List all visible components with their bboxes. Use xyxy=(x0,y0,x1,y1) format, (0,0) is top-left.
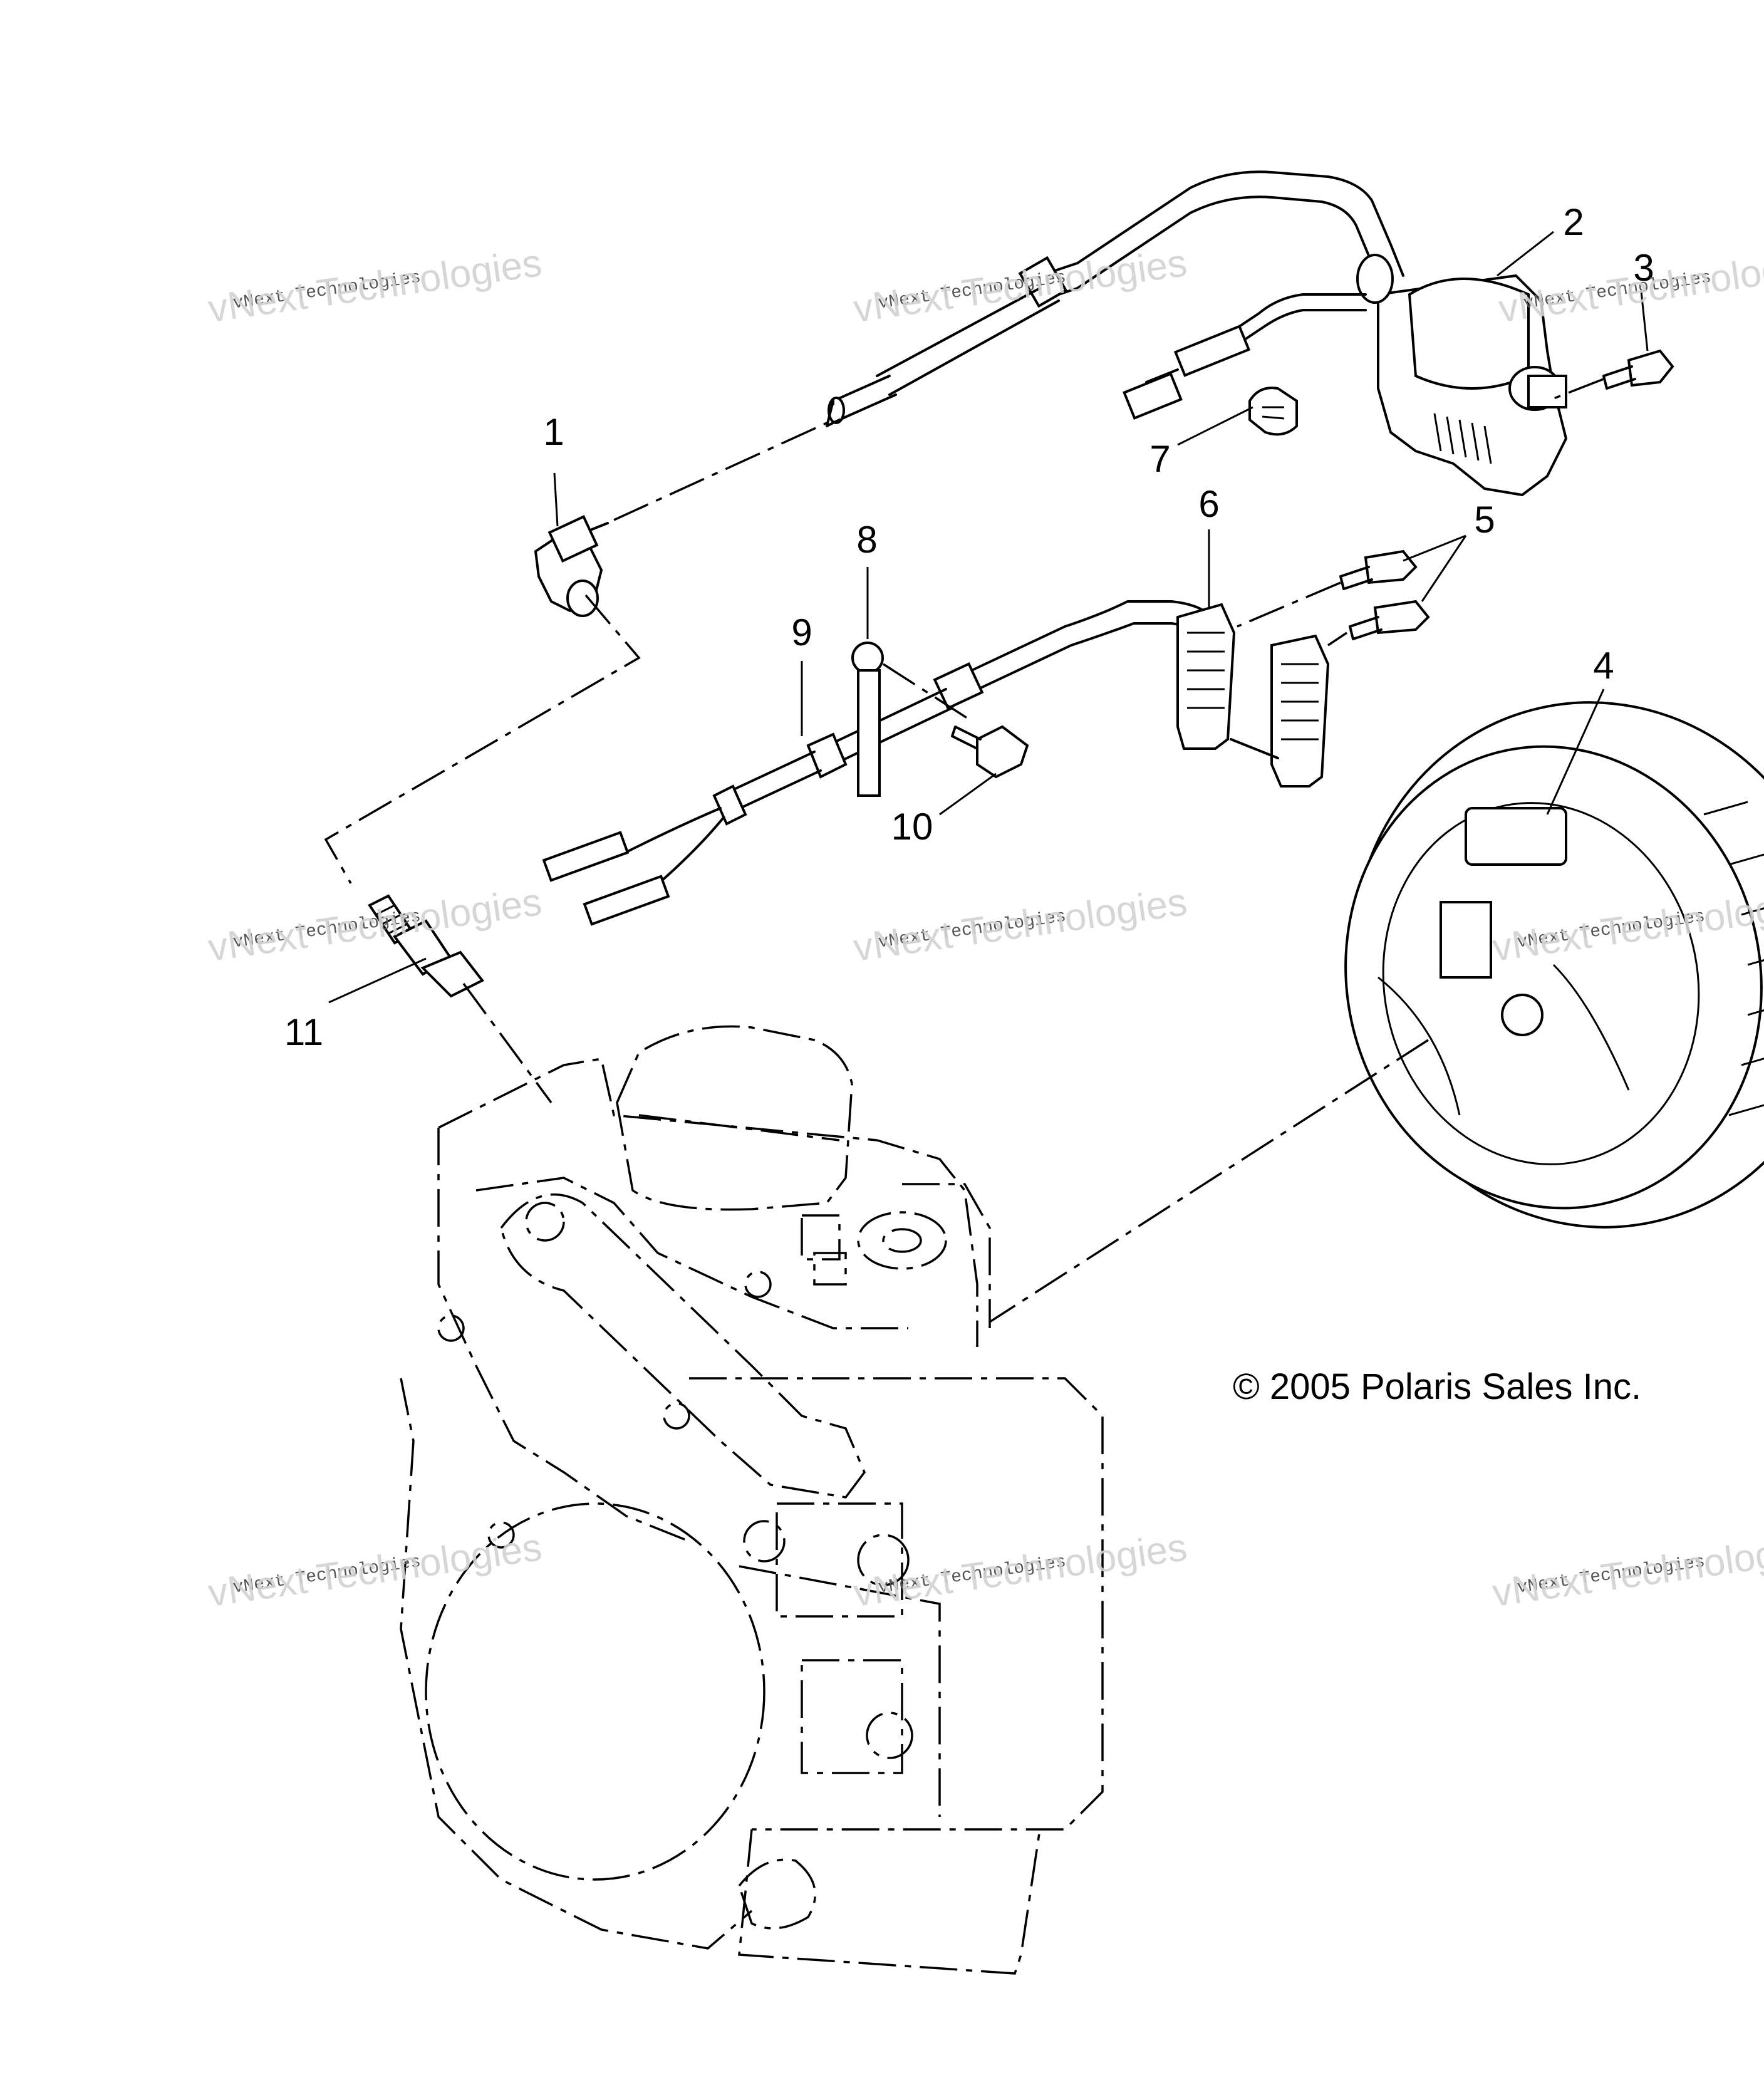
ignition-coil-assembly xyxy=(826,170,1568,497)
callout-5: 5 xyxy=(1474,499,1495,541)
callout-2: 2 xyxy=(1563,201,1584,243)
flywheel xyxy=(1344,701,1764,1229)
callout-3: 3 xyxy=(1633,247,1654,289)
pulser-coils xyxy=(1176,349,1674,788)
copyright-text: © 2005 Polaris Sales Inc. xyxy=(1233,1366,1642,1407)
leader-lines xyxy=(328,231,1649,1004)
callout-11: 11 xyxy=(284,1011,324,1053)
callout-4: 4 xyxy=(1593,645,1614,687)
callout-6: 6 xyxy=(1198,483,1220,525)
callout-1: 1 xyxy=(543,411,564,453)
spark-plug xyxy=(368,894,485,998)
callout-8: 8 xyxy=(856,519,878,561)
callout-7: 7 xyxy=(1149,438,1171,480)
spark-plug-cap xyxy=(534,515,609,617)
stator-harness xyxy=(542,600,1229,926)
callout-9: 9 xyxy=(791,611,812,653)
callout-10: 10 xyxy=(891,806,933,848)
assembly-lines xyxy=(324,378,1604,1323)
engine-block xyxy=(400,1025,1104,1975)
